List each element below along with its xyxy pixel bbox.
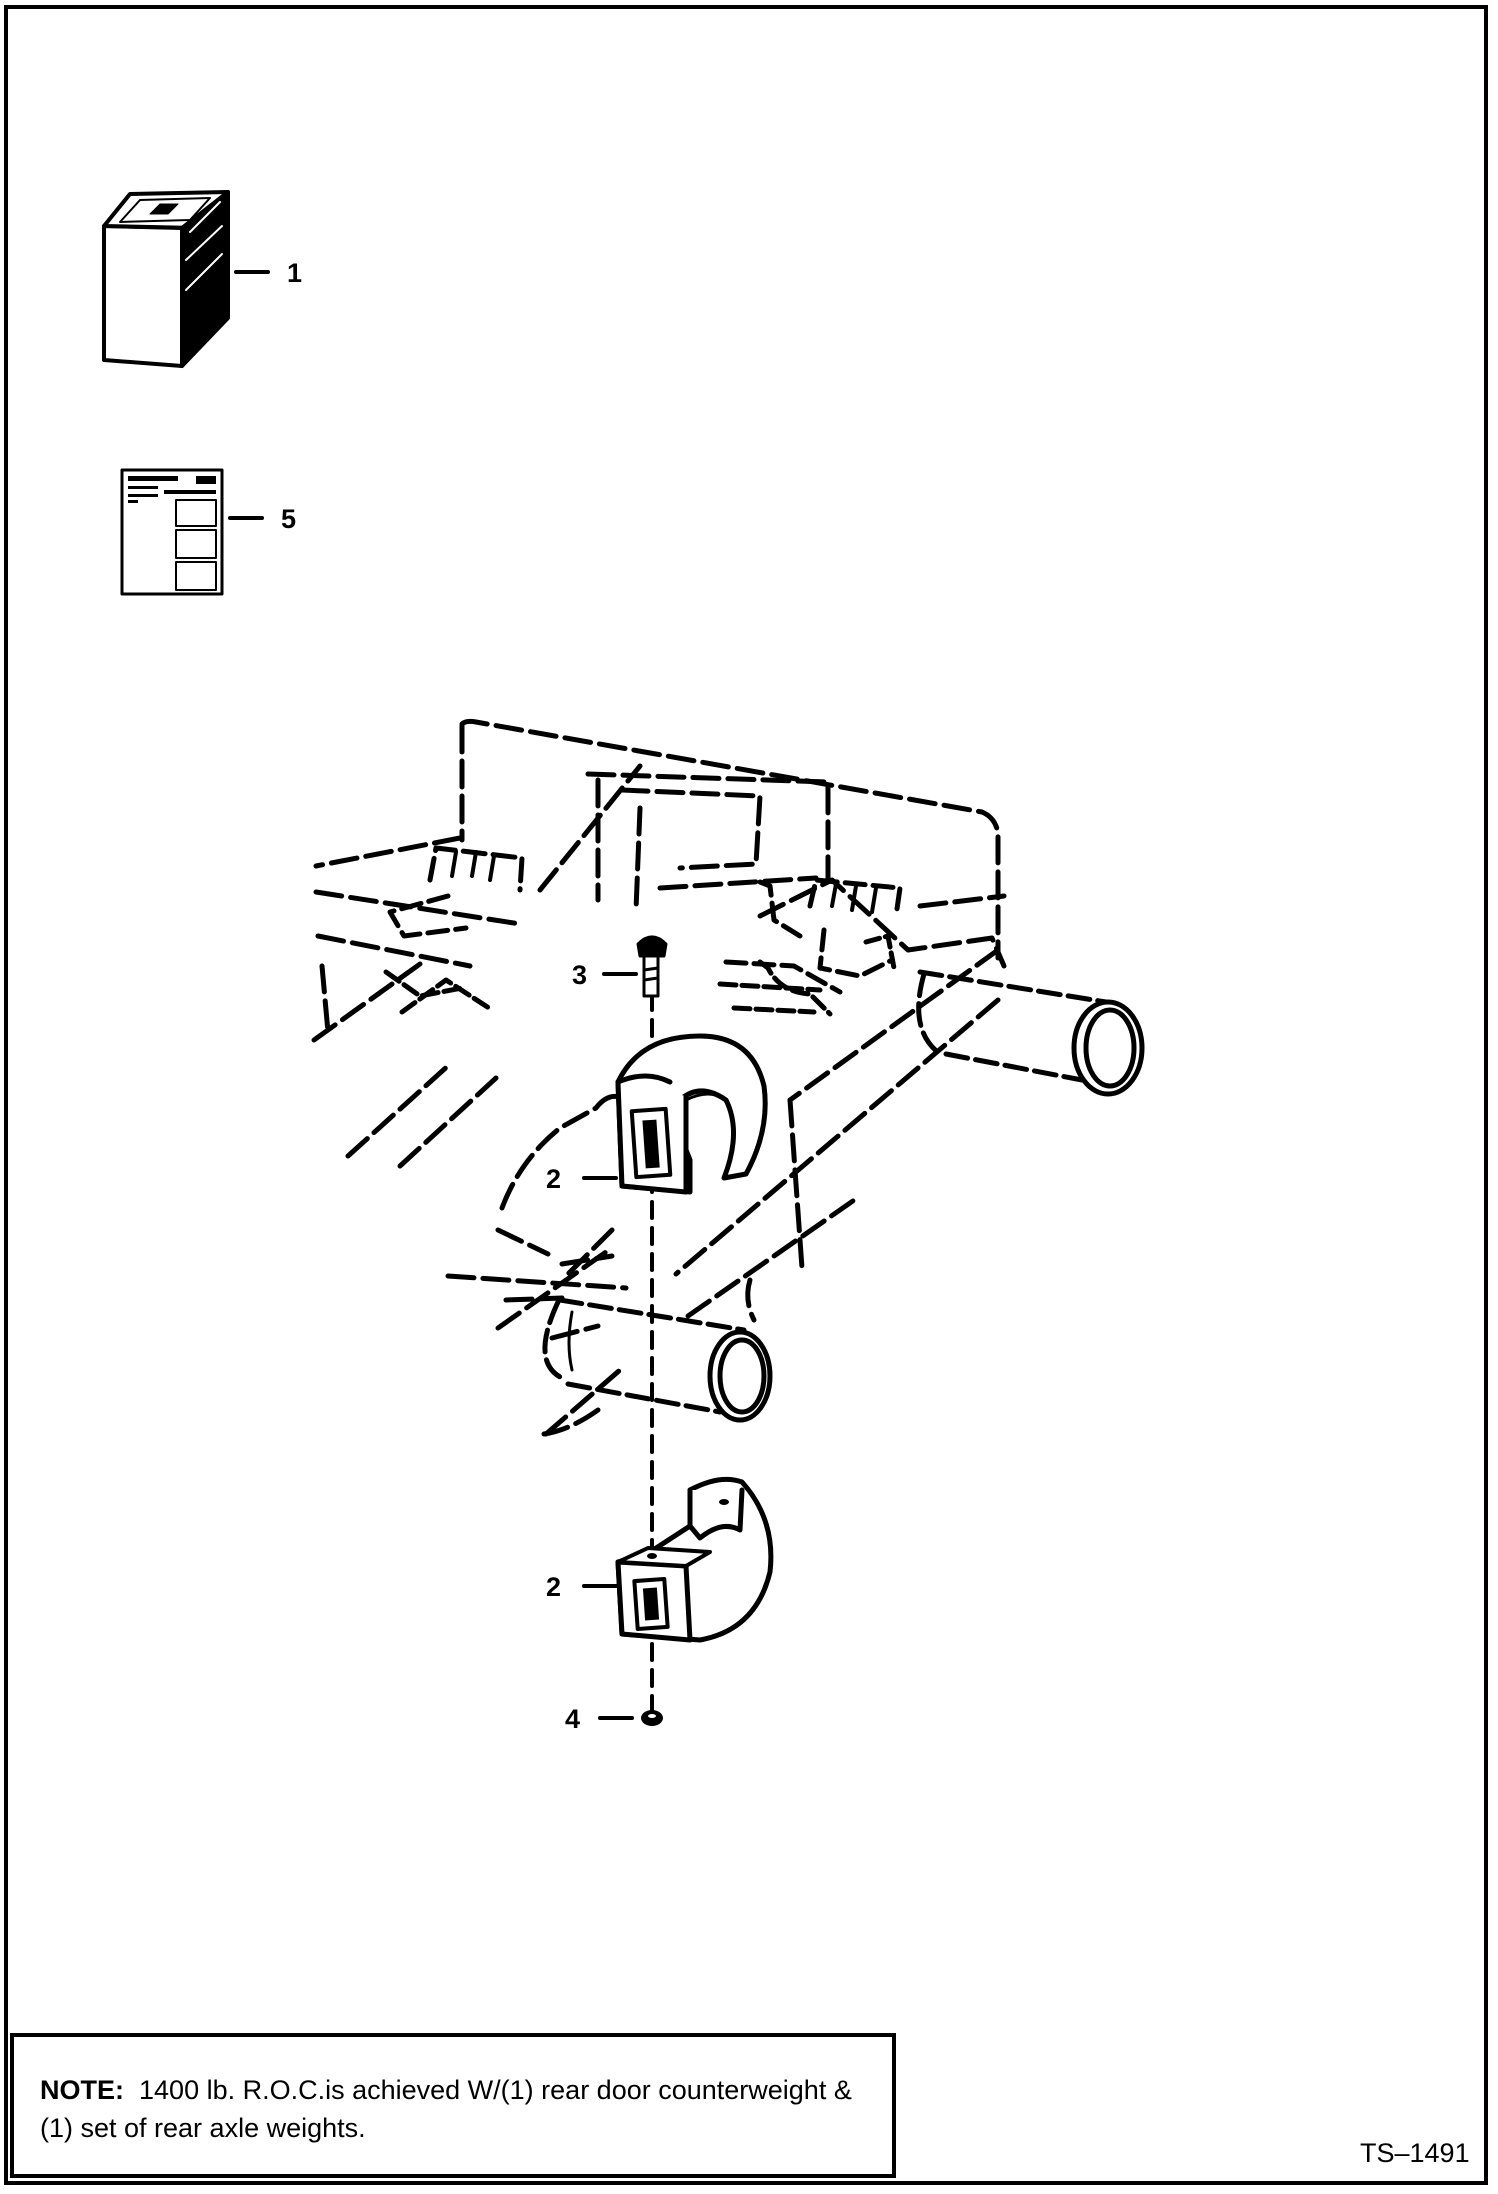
right-axle-tube	[916, 969, 1145, 1097]
callout-item-5: 5	[281, 504, 297, 534]
nut-icon	[641, 1710, 663, 1726]
left-axle-tube	[542, 1297, 773, 1423]
counterweight-block-icon	[102, 190, 230, 368]
note-box: NOTE: 1400 lb. R.O.C.is achieved W/(1) r…	[10, 2033, 896, 2178]
note-body: 1400 lb. R.O.C.is achieved W/(1) rear do…	[40, 2075, 852, 2143]
callout-item-1: 1	[287, 258, 303, 288]
machine-frame-outline	[311, 718, 1007, 1437]
note-text: NOTE: 1400 lb. R.O.C.is achieved W/(1) r…	[40, 2071, 890, 2147]
callout-item-4: 4	[565, 1704, 581, 1734]
page-border	[4, 5, 1488, 2185]
axle-weight-upper-icon	[615, 1033, 768, 1195]
note-label: NOTE:	[40, 2075, 124, 2105]
frame-brackets	[383, 845, 903, 1017]
decal-sheet-icon	[120, 468, 224, 596]
callout-item-2-upper: 2	[546, 1164, 562, 1194]
bolt-icon	[636, 935, 668, 998]
figure-id: TS–1491	[1360, 2138, 1470, 2168]
callout-item-3: 3	[572, 960, 588, 990]
callout-item-2-lower: 2	[546, 1572, 562, 1602]
axle-weight-lower-icon	[615, 1476, 774, 1643]
